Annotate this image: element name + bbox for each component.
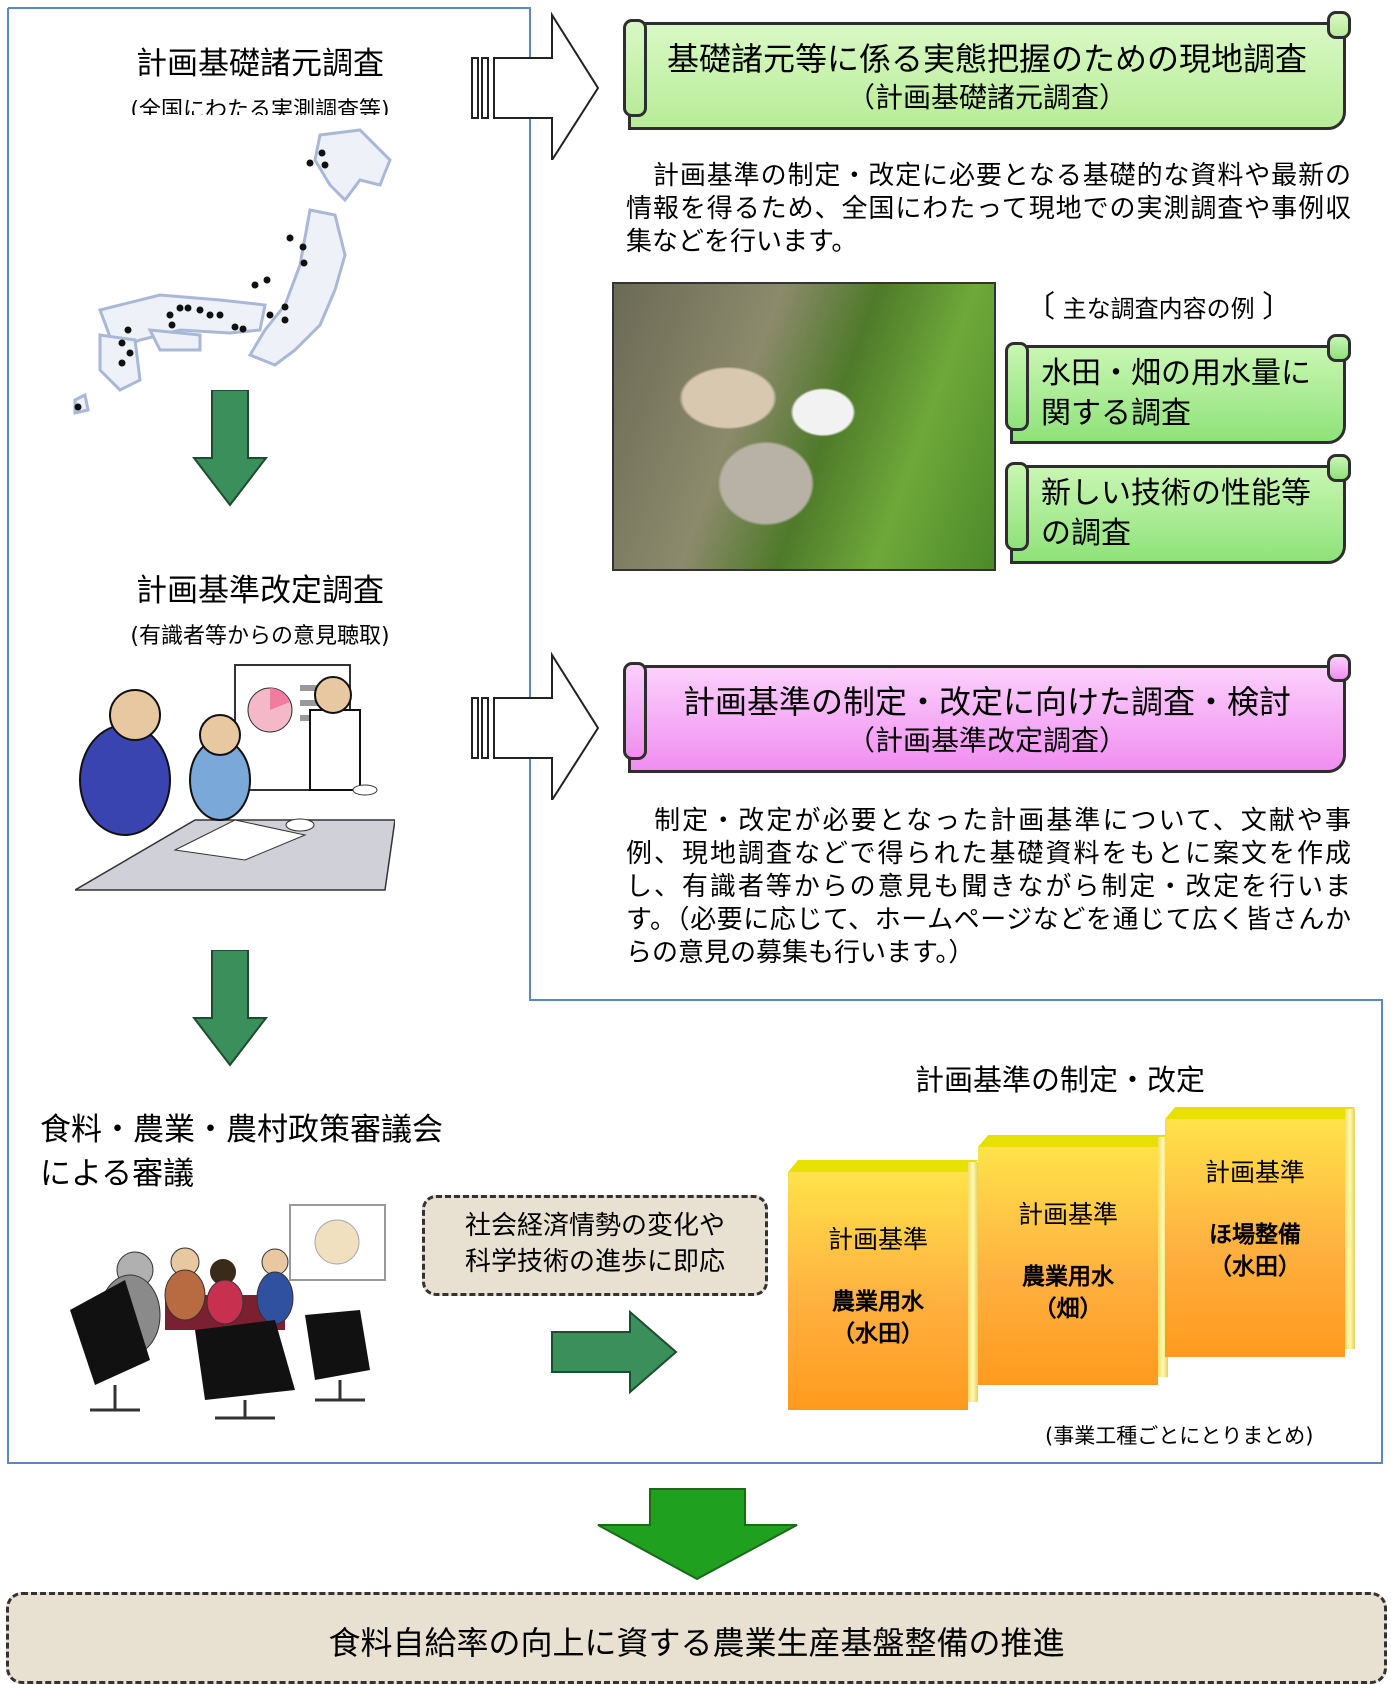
banner-field-survey: 基礎諸元等に係る実態把握のための現地調査 （計画基礎諸元調査） — [623, 11, 1351, 130]
book-label: 計画基準 — [1204, 1158, 1305, 1187]
book-cover: 計画基準 農業用水 （畑） — [978, 1147, 1158, 1385]
down-arrow-1 — [191, 390, 269, 507]
book-top — [978, 1135, 1169, 1147]
example-water-usage: 水田・畑の用水量に関する調査 — [1005, 334, 1351, 444]
response-line1: 社会経済情勢の変化や — [464, 1211, 725, 1241]
scroll-roll — [623, 662, 647, 760]
step3-title-line1: 食料・農業・農村政策審議会 — [40, 1112, 443, 1148]
standard-book-land-consolidation: 計画基準 ほ場整備 （水田） — [1165, 1107, 1356, 1357]
right-arrow-1 — [471, 11, 600, 160]
example-water-usage-text: 水田・畑の用水量に関する調査 — [1041, 356, 1311, 431]
book-pages — [1158, 1137, 1168, 1377]
standards-note: (事業工種ごとにとりまとめ) — [1045, 1424, 1314, 1448]
book-sub: （水田） — [1209, 1254, 1301, 1280]
standard-book-paddy-water: 計画基準 農業用水 （水田） — [788, 1160, 979, 1410]
book-pages — [1345, 1109, 1355, 1349]
examples-label: 主な調査内容の例 — [1062, 295, 1255, 323]
response-line2: 科学技術の進歩に即応 — [464, 1247, 725, 1277]
standard-book-field-water: 計画基準 農業用水 （畑） — [978, 1135, 1169, 1385]
book-pages — [968, 1162, 978, 1402]
scroll-roll — [1005, 342, 1029, 431]
field-survey-description: 計画基準の制定・改定に必要となる基礎的な資料や最新の情報を得るため、全国にわたっ… — [626, 161, 1351, 257]
banner-standard-revision-subtitle: （計画基準改定調査） — [846, 724, 1127, 757]
field-survey-photo — [612, 282, 996, 571]
banner-standard-revision: 計画基準の制定・改定に向けた調査・検討 （計画基準改定調査） — [623, 654, 1351, 773]
examples-label-wrapper: 〔 主な調査内容の例 〕 — [1025, 282, 1292, 326]
step1-title: 計画基礎諸元調査 — [136, 46, 384, 82]
banner-field-survey-title: 基礎諸元等に係る実態把握のための現地調査 — [666, 40, 1307, 78]
book-top — [1165, 1107, 1356, 1119]
council-meeting-illustration — [70, 1204, 386, 1420]
step3-title-line2: による審議 — [40, 1156, 195, 1192]
consultation-meeting-illustration — [75, 664, 395, 891]
standard-revision-description: 制定・改定が必要となった計画基準について、文献や事例、現地調査などで得られた基礎… — [626, 806, 1351, 968]
standards-heading: 計画基準の制定・改定 — [915, 1063, 1206, 1097]
example-new-technology: 新しい技術の性能等の調査 — [1005, 454, 1351, 564]
banner-field-survey-subtitle: （計画基礎諸元調査） — [846, 81, 1127, 114]
response-box: 社会経済情勢の変化や 科学技術の進歩に即応 — [422, 1195, 768, 1296]
book-cover: 計画基準 農業用水 （水田） — [788, 1172, 968, 1410]
right-arrow-2 — [471, 651, 600, 800]
step2-title: 計画基準改定調査 — [136, 573, 384, 609]
scroll-roll — [1327, 11, 1351, 39]
book-cover: 計画基準 ほ場整備 （水田） — [1165, 1119, 1345, 1357]
step3-title: 食料・農業・農村政策審議会 による審議 — [40, 1108, 443, 1196]
bracket-right: 〕 — [1262, 290, 1293, 325]
book-name: 農業用水 — [832, 1289, 924, 1315]
book-sub: （畑） — [1033, 1296, 1103, 1322]
book-sub: （水田） — [832, 1321, 924, 1347]
scroll-roll — [1327, 654, 1351, 682]
book-name: 農業用水 — [1022, 1264, 1114, 1290]
step2-subtitle: (有識者等からの意見聴取) — [130, 624, 390, 649]
scroll-roll — [1005, 462, 1029, 551]
japan-map-image — [60, 115, 400, 425]
banner-standard-revision-title: 計画基準の制定・改定に向けた調査・検討 — [682, 683, 1291, 721]
big-down-arrow — [597, 1488, 798, 1581]
down-arrow-2 — [191, 950, 269, 1067]
scroll-roll — [1327, 334, 1351, 362]
scroll-roll — [1327, 454, 1351, 482]
response-box-text: 社会経済情勢の変化や 科学技術の進歩に即応 — [425, 1198, 765, 1280]
right-arrow-3 — [551, 1310, 678, 1395]
example-new-technology-text: 新しい技術の性能等の調査 — [1041, 476, 1311, 551]
goal-text: 食料自給率の向上に資する農業生産基盤整備の推進 — [328, 1624, 1065, 1662]
book-label: 計画基準 — [1017, 1200, 1118, 1229]
book-label: 計画基準 — [827, 1225, 928, 1254]
book-name: ほ場整備 — [1209, 1222, 1301, 1248]
scroll-roll — [623, 19, 647, 117]
book-top — [788, 1160, 979, 1172]
goal-box: 食料自給率の向上に資する農業生産基盤整備の推進 — [6, 1592, 1387, 1684]
bracket-left: 〔 — [1025, 290, 1055, 325]
